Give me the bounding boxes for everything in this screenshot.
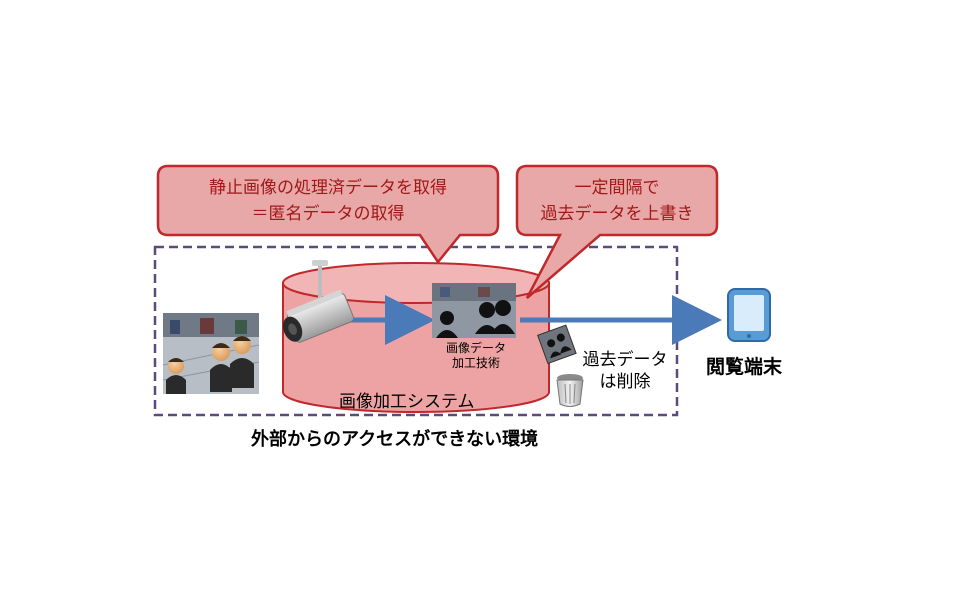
- deletion-label: 過去データ は削除: [580, 349, 670, 393]
- callout-right-line2: 過去データを上書き: [540, 204, 694, 224]
- surveillance-camera-icon: [282, 260, 355, 343]
- deletion-label-line1: 過去データ: [582, 350, 668, 370]
- processing-label: 画像データ 加工技術: [436, 341, 516, 371]
- processing-label-line1: 画像データ: [445, 341, 506, 355]
- trash-can-icon: [556, 374, 584, 407]
- boundary-label: 外部からのアクセスができない環境: [251, 429, 539, 450]
- system-label: 画像加工システム: [339, 392, 475, 412]
- callout-left-line1: 静止画像の処理済データを取得: [209, 178, 447, 198]
- person-icon: [210, 343, 232, 392]
- processing-label-line2: 加工技術: [451, 356, 500, 370]
- person-icon: [166, 358, 186, 394]
- terminal-label: 閲覧端末: [706, 356, 783, 378]
- callout-left-text: 静止画像の処理済データを取得 ＝匿名データの取得: [158, 175, 498, 227]
- callout-right-line1: 一定間隔で: [574, 178, 660, 198]
- callout-left: [156, 164, 500, 265]
- tablet-icon: [727, 288, 771, 342]
- person-silhouette-icon: [436, 300, 515, 338]
- callout-right: [515, 164, 719, 299]
- deletion-label-line2: は削除: [599, 372, 651, 392]
- callout-left-line2: ＝匿名データの取得: [251, 204, 405, 224]
- photo-icon: [537, 324, 577, 365]
- callout-right-text: 一定間隔で 過去データを上書き: [517, 175, 717, 227]
- person-icon: [230, 336, 254, 388]
